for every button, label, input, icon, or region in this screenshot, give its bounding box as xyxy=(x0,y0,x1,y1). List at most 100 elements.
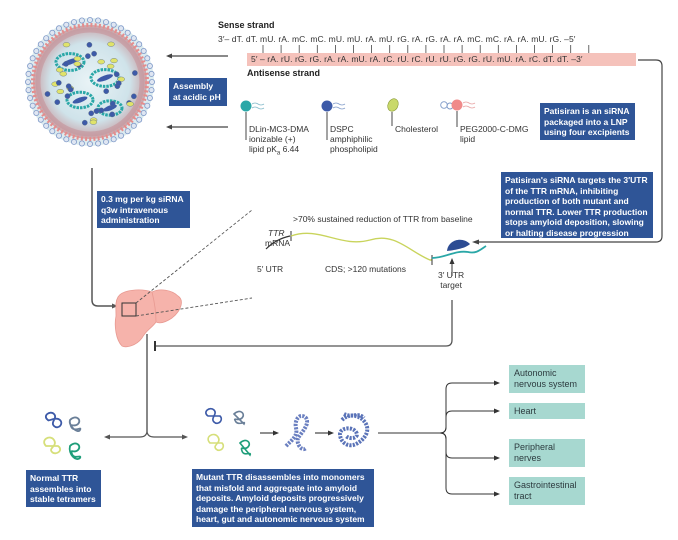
peg-chain-icon xyxy=(37,116,44,123)
peg-chain-icon xyxy=(118,132,125,139)
peg-chain-icon xyxy=(144,102,151,109)
peg-chain-icon xyxy=(87,16,94,23)
peg-chain-icon xyxy=(146,63,153,70)
antisense-strand-highlight xyxy=(247,53,636,66)
lipid-molecule-icon xyxy=(88,110,94,117)
sirna-core-icon xyxy=(72,96,88,104)
cholesterol-molecule-icon xyxy=(126,101,134,107)
peg-chain-icon xyxy=(110,136,117,143)
lipid-molecule-icon xyxy=(65,83,72,89)
peg-chain-icon xyxy=(148,70,155,77)
peg-chain-icon xyxy=(144,55,151,62)
lipid-molecule-icon xyxy=(109,111,115,118)
patisiran-packaged-box: Patisiran is an siRNA packaged into a LN… xyxy=(540,103,635,140)
arrowhead xyxy=(328,430,334,436)
peg-chain-icon xyxy=(25,87,32,94)
lipid-molecule-icon xyxy=(103,88,109,94)
normal-ttr-box: Normal TTR assembles into stable tetrame… xyxy=(26,470,101,507)
organ-autonomic-nervous-system: Autonomic nervous system xyxy=(509,365,585,393)
sirna-duplex-icon xyxy=(65,90,95,110)
peg-chain-icon xyxy=(95,140,102,147)
cholesterol-molecule-icon xyxy=(110,58,118,64)
arrowhead xyxy=(182,434,188,440)
lipid-molecule-icon xyxy=(82,119,88,126)
lipid-molecule-icon xyxy=(86,42,93,48)
organ-arrowheads xyxy=(494,380,500,497)
split-arrow xyxy=(108,431,183,438)
lipid-molecule-icon xyxy=(56,80,62,86)
lnp-contents xyxy=(44,41,138,126)
peg-lipid-icon xyxy=(440,99,476,127)
cholesterol-molecule-icon xyxy=(56,88,64,94)
organ-branches xyxy=(439,382,497,495)
peg-chain-icon xyxy=(49,29,56,36)
phospholipid-icon xyxy=(321,100,346,140)
cholesterol-molecule-icon xyxy=(106,63,115,69)
ionizable-lipid-icon xyxy=(240,100,265,140)
lipid-molecule-icon xyxy=(63,61,69,67)
peg-chain-icon xyxy=(56,25,63,32)
cholesterol-molecule-icon xyxy=(59,71,67,77)
peg-chain-icon xyxy=(146,95,153,102)
arrowhead xyxy=(112,303,118,309)
assembly-box: Assembly at acidic pH xyxy=(169,78,227,106)
cholesterol-molecule-icon xyxy=(73,56,82,62)
peg-chain-icon xyxy=(78,140,85,147)
sirna-core-icon xyxy=(97,74,113,82)
cholesterol-molecule-icon xyxy=(73,61,82,67)
peg-chain-icon xyxy=(33,48,40,55)
arrowhead xyxy=(472,239,479,245)
lnp-peg-corona xyxy=(24,16,155,147)
cholesterol-molecule-icon xyxy=(89,119,98,125)
peg-chain-icon xyxy=(63,21,70,28)
lipid-molecule-icon xyxy=(91,50,97,57)
cholesterol-molecule-icon xyxy=(62,42,71,48)
lipid-nanoparticle xyxy=(24,16,155,147)
peg-chain-icon xyxy=(49,128,56,135)
patisiran-targets-box: Patisiran's siRNA targets the 3′UTR of t… xyxy=(501,172,653,238)
peg-chain-icon xyxy=(124,29,131,36)
liver-zoom-region xyxy=(121,302,137,317)
peg-chain-icon xyxy=(37,41,44,48)
peg-chain-icon xyxy=(27,95,34,102)
lipid-molecule-icon xyxy=(54,99,61,105)
lipid-molecule-icon xyxy=(113,71,120,78)
lipid-molecule-icon xyxy=(116,80,122,87)
peg-chain-icon xyxy=(130,122,137,129)
zoom-line-bottom xyxy=(135,297,253,317)
peg-chain-icon xyxy=(43,35,50,42)
lipid-molecule-icon xyxy=(98,107,105,114)
sense-strand-sequence: 3′– dT. dT. mU. rA. mC. mC. mU. mU. rA. … xyxy=(218,34,576,44)
lipid-molecule-icon xyxy=(131,93,137,100)
liver-icon xyxy=(114,289,182,348)
peg-chain-icon xyxy=(43,122,50,129)
peg-chain-icon xyxy=(29,102,36,109)
mrna-strand xyxy=(265,231,487,276)
peg-chain-icon xyxy=(71,138,78,145)
peg-chain-icon xyxy=(140,110,147,117)
arrowhead xyxy=(166,124,172,130)
excipient-label-cholesterol: Cholesterol xyxy=(395,124,438,134)
sirna-bound-icon xyxy=(447,239,470,251)
base-pair-ticks xyxy=(262,45,590,53)
peg-chain-icon xyxy=(124,128,131,135)
monomers-icon xyxy=(205,407,252,457)
cds-label: CDS; >120 mutations xyxy=(325,264,407,274)
mutant-ttr-box: Mutant TTR disassembles into monomers th… xyxy=(192,469,374,527)
dose-box: 0.3 mg per kg siRNA q3w intravenous admi… xyxy=(97,191,190,228)
peg-chain-icon xyxy=(103,19,110,26)
cholesterol-molecule-icon xyxy=(97,59,105,65)
peg-chain-icon xyxy=(63,136,70,143)
lipid-molecule-icon xyxy=(132,70,138,76)
peg-chain-icon xyxy=(24,79,31,86)
utr3-target-label: 3′ UTR target xyxy=(438,270,465,290)
arrow-sirna-to-mrna-target xyxy=(478,59,663,243)
patisiran-targets-text: Patisiran's siRNA targets the 3′UTR of t… xyxy=(505,175,648,238)
lipid-molecule-icon xyxy=(109,100,116,107)
mrna-label: mRNA xyxy=(265,238,291,248)
peg-chain-icon xyxy=(140,48,147,55)
peg-chain-icon xyxy=(130,35,137,42)
lipid-molecule-icon xyxy=(64,93,71,99)
tetramer-icon xyxy=(43,411,82,460)
